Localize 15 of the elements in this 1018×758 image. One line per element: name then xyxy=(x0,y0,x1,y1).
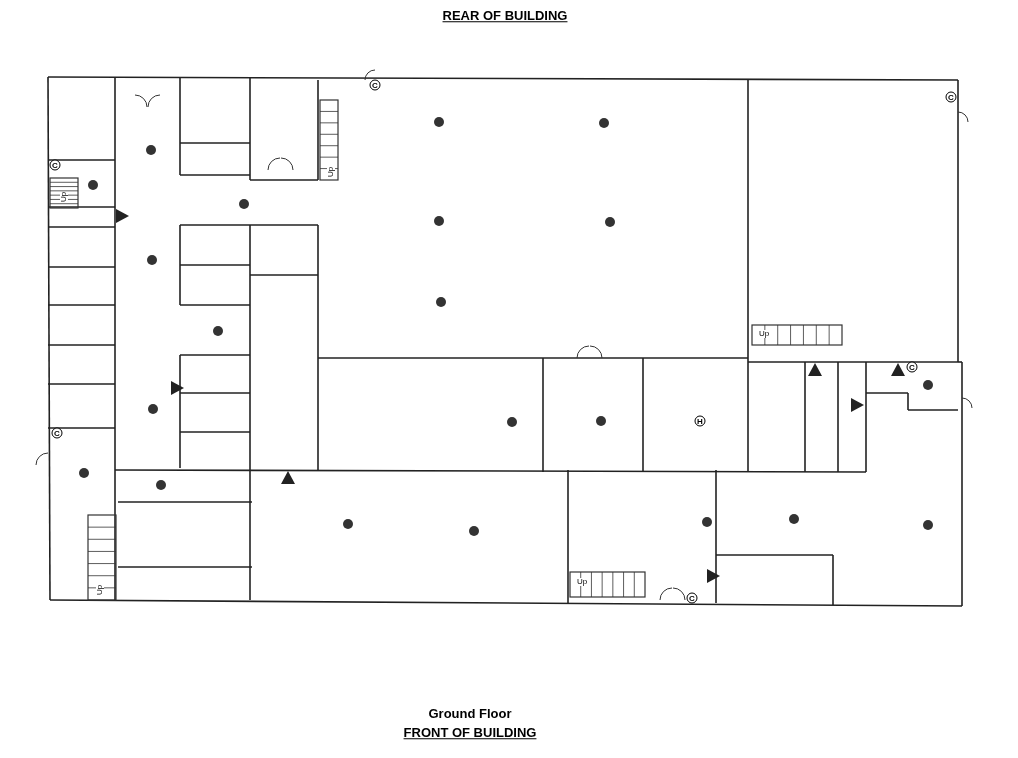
circled-letter: H xyxy=(694,415,706,427)
stair-direction-text: Up xyxy=(327,166,335,178)
stair-direction-text: Up xyxy=(96,584,104,596)
circled-letter: C xyxy=(369,79,381,91)
circled-letter: C xyxy=(686,592,698,604)
circled-letter: C xyxy=(49,159,61,171)
circled-letter: C xyxy=(945,91,957,103)
floor-name: Ground Floor xyxy=(428,705,512,724)
stair-direction-text: Up xyxy=(576,578,588,586)
circled-letter: C xyxy=(906,361,918,373)
heading-text: REAR OF BUILDING xyxy=(442,7,568,26)
heading-text: FRONT OF BUILDING xyxy=(403,724,537,743)
circled-letter: C xyxy=(51,427,63,439)
stair-direction-text: Up xyxy=(60,191,68,203)
stair-direction-text: Up xyxy=(758,330,770,338)
